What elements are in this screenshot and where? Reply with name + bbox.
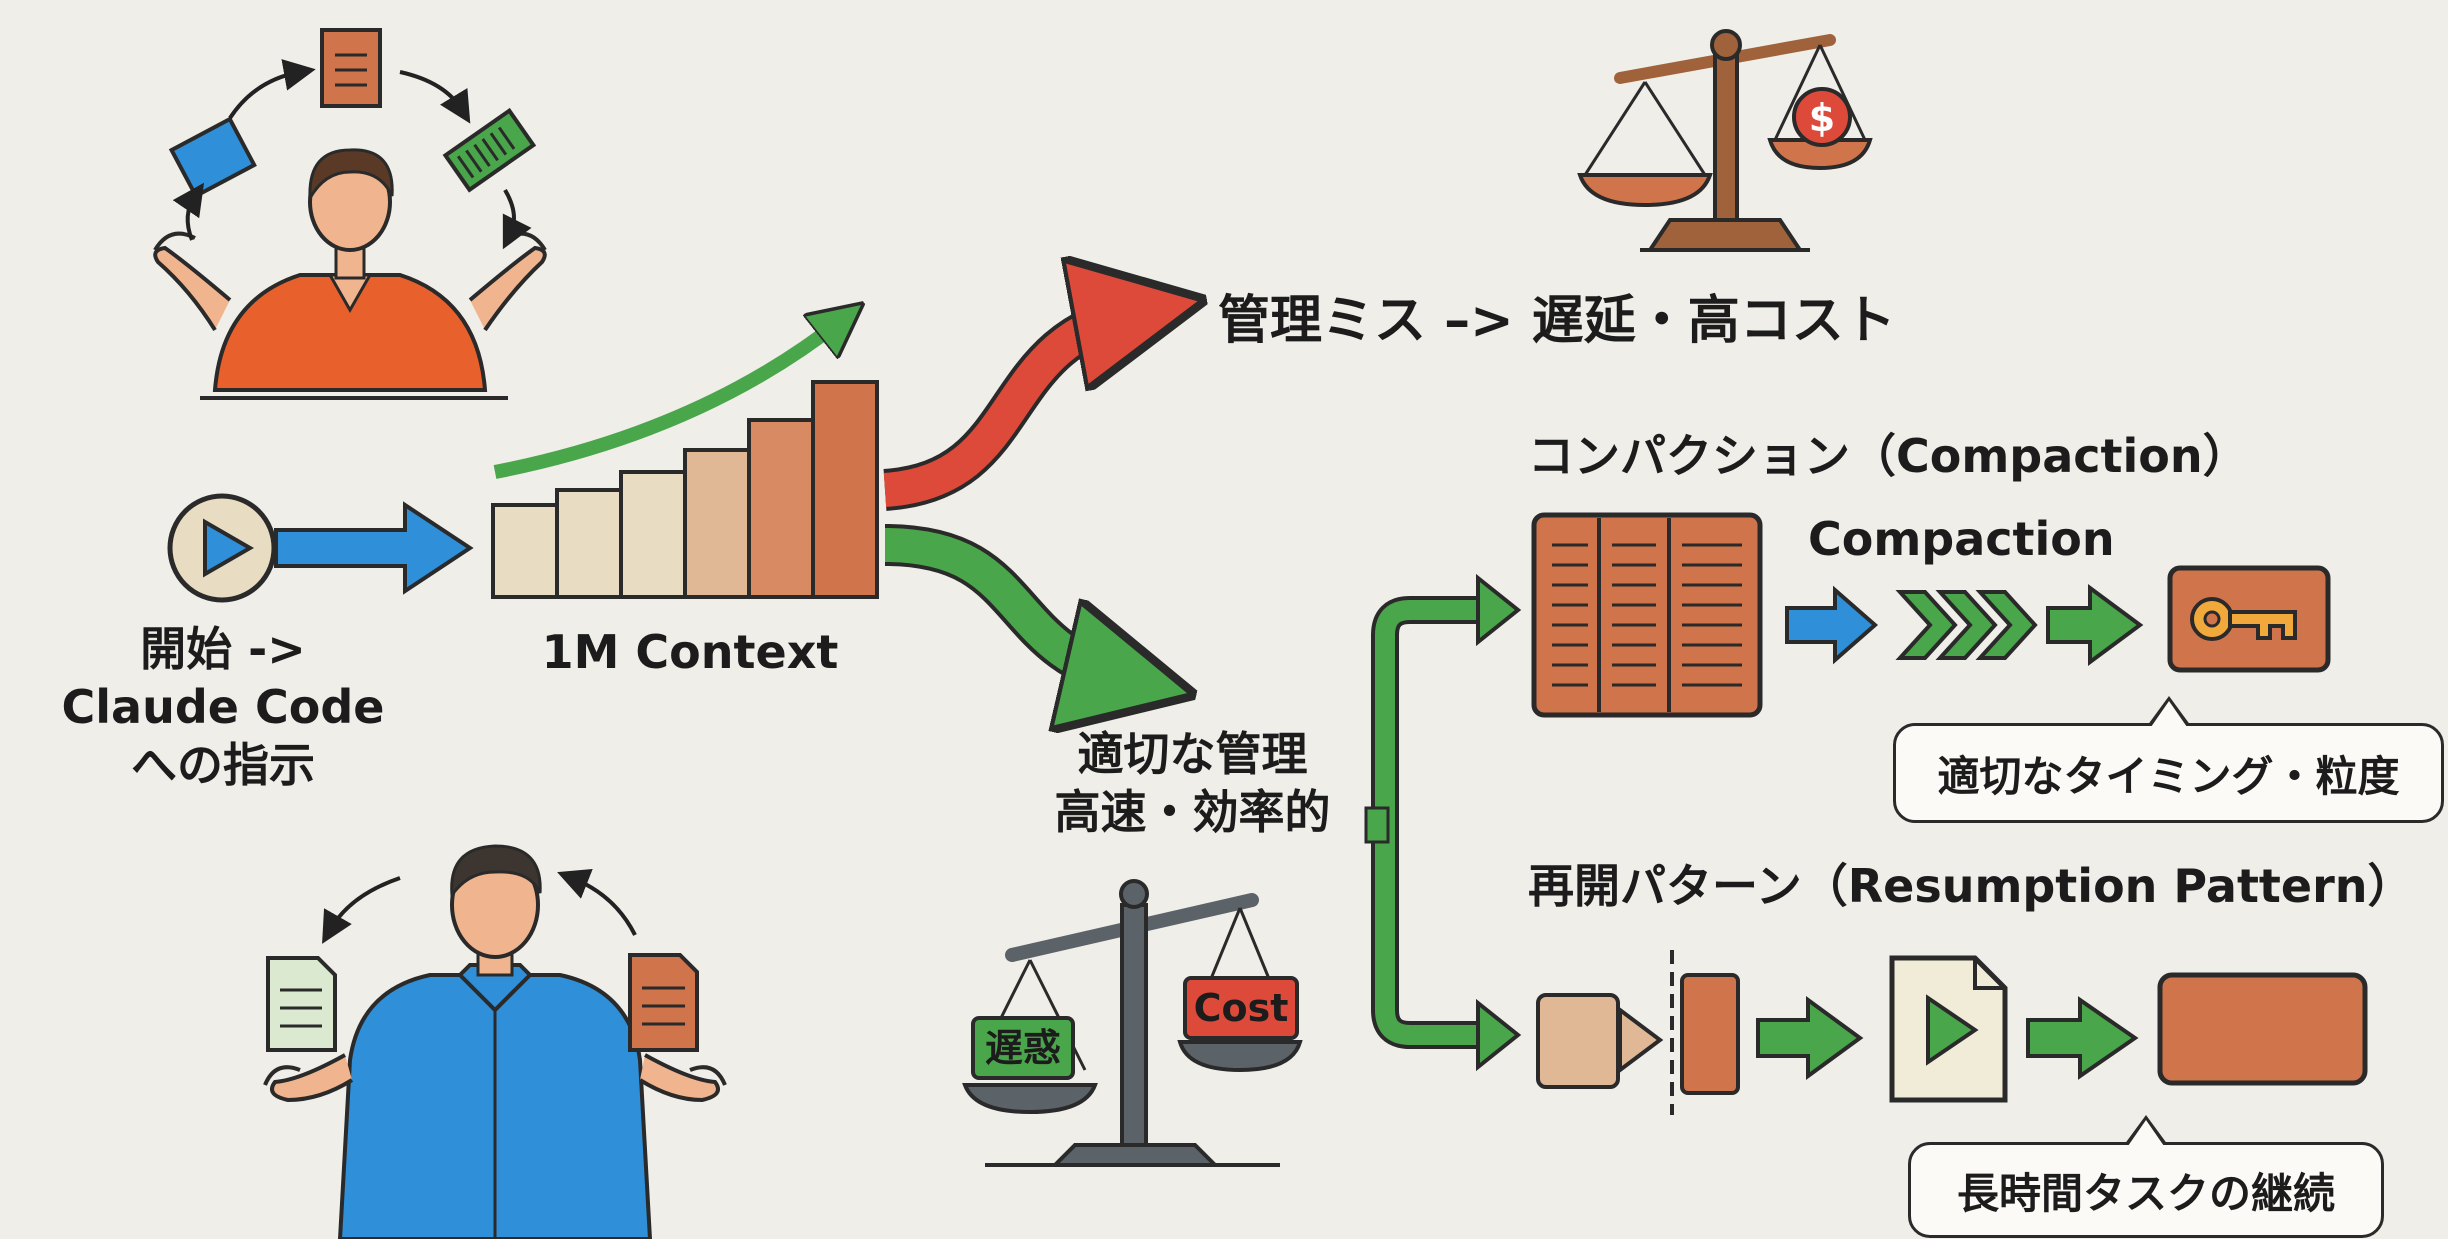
scale-dollar-symbol: $ — [1809, 96, 1835, 140]
start-label-line-2: Claude Code — [61, 680, 385, 734]
resumption-callout: 長時間タスクの継続 — [1908, 1115, 2384, 1238]
good-outcome-label: 適切な管理 高速・効率的 — [1005, 725, 1380, 841]
context-label: 1M Context — [541, 625, 839, 679]
person-balancing-icon — [263, 844, 727, 1239]
growth-arrow — [493, 320, 842, 479]
bad-outcome-label: 管理ミス –> 遅延・高コスト — [1218, 291, 1896, 351]
resume-arrow-1 — [1756, 996, 1864, 1080]
resumption-callout-text: 長時間タスクの継続 — [1956, 1168, 2335, 1218]
key-icon — [2167, 565, 2331, 673]
paused-task-icon — [1536, 950, 1740, 1115]
scale-tag-cost: Cost — [1194, 986, 1289, 1030]
resumption-heading: 再開パターン（Resumption Pattern） — [1528, 859, 2414, 913]
document-stack-icon — [1531, 512, 1763, 718]
compaction-callout: 適切なタイミング・粒度 — [1893, 696, 2444, 823]
compaction-arrow-2 — [2046, 584, 2144, 666]
person-juggling-icon — [153, 28, 547, 400]
chevrons-icon — [1895, 590, 2038, 660]
start-arrow — [274, 501, 474, 595]
scale-tag-delay: 遅惑 — [985, 1026, 1061, 1070]
play-icon — [167, 493, 277, 603]
good-outcome-line-1: 適切な管理 — [1077, 727, 1308, 781]
good-outcome-line-2: 高速・効率的 — [1054, 785, 1331, 839]
start-label-line-3: への指示 — [131, 738, 315, 792]
start-label: 開始 -> Claude Code への指示 — [48, 620, 398, 794]
compaction-sublabel: Compaction — [1808, 512, 2115, 566]
resume-arrow-2 — [2026, 996, 2139, 1080]
context-bars — [491, 380, 879, 599]
scale-cost-icon: 遅惑 Cost — [962, 879, 1303, 1167]
scale-dollar-icon: $ — [1577, 29, 1873, 252]
branch-connector — [1364, 573, 1522, 1072]
start-label-line-1: 開始 -> — [140, 622, 306, 676]
resume-play-document-icon — [1889, 955, 2008, 1103]
compaction-callout-text: 適切なタイミング・粒度 — [1937, 751, 2400, 801]
continued-task-block — [2157, 972, 2368, 1086]
compaction-heading: コンパクション（Compaction） — [1528, 429, 2249, 483]
compaction-arrow-1 — [1785, 585, 1879, 665]
